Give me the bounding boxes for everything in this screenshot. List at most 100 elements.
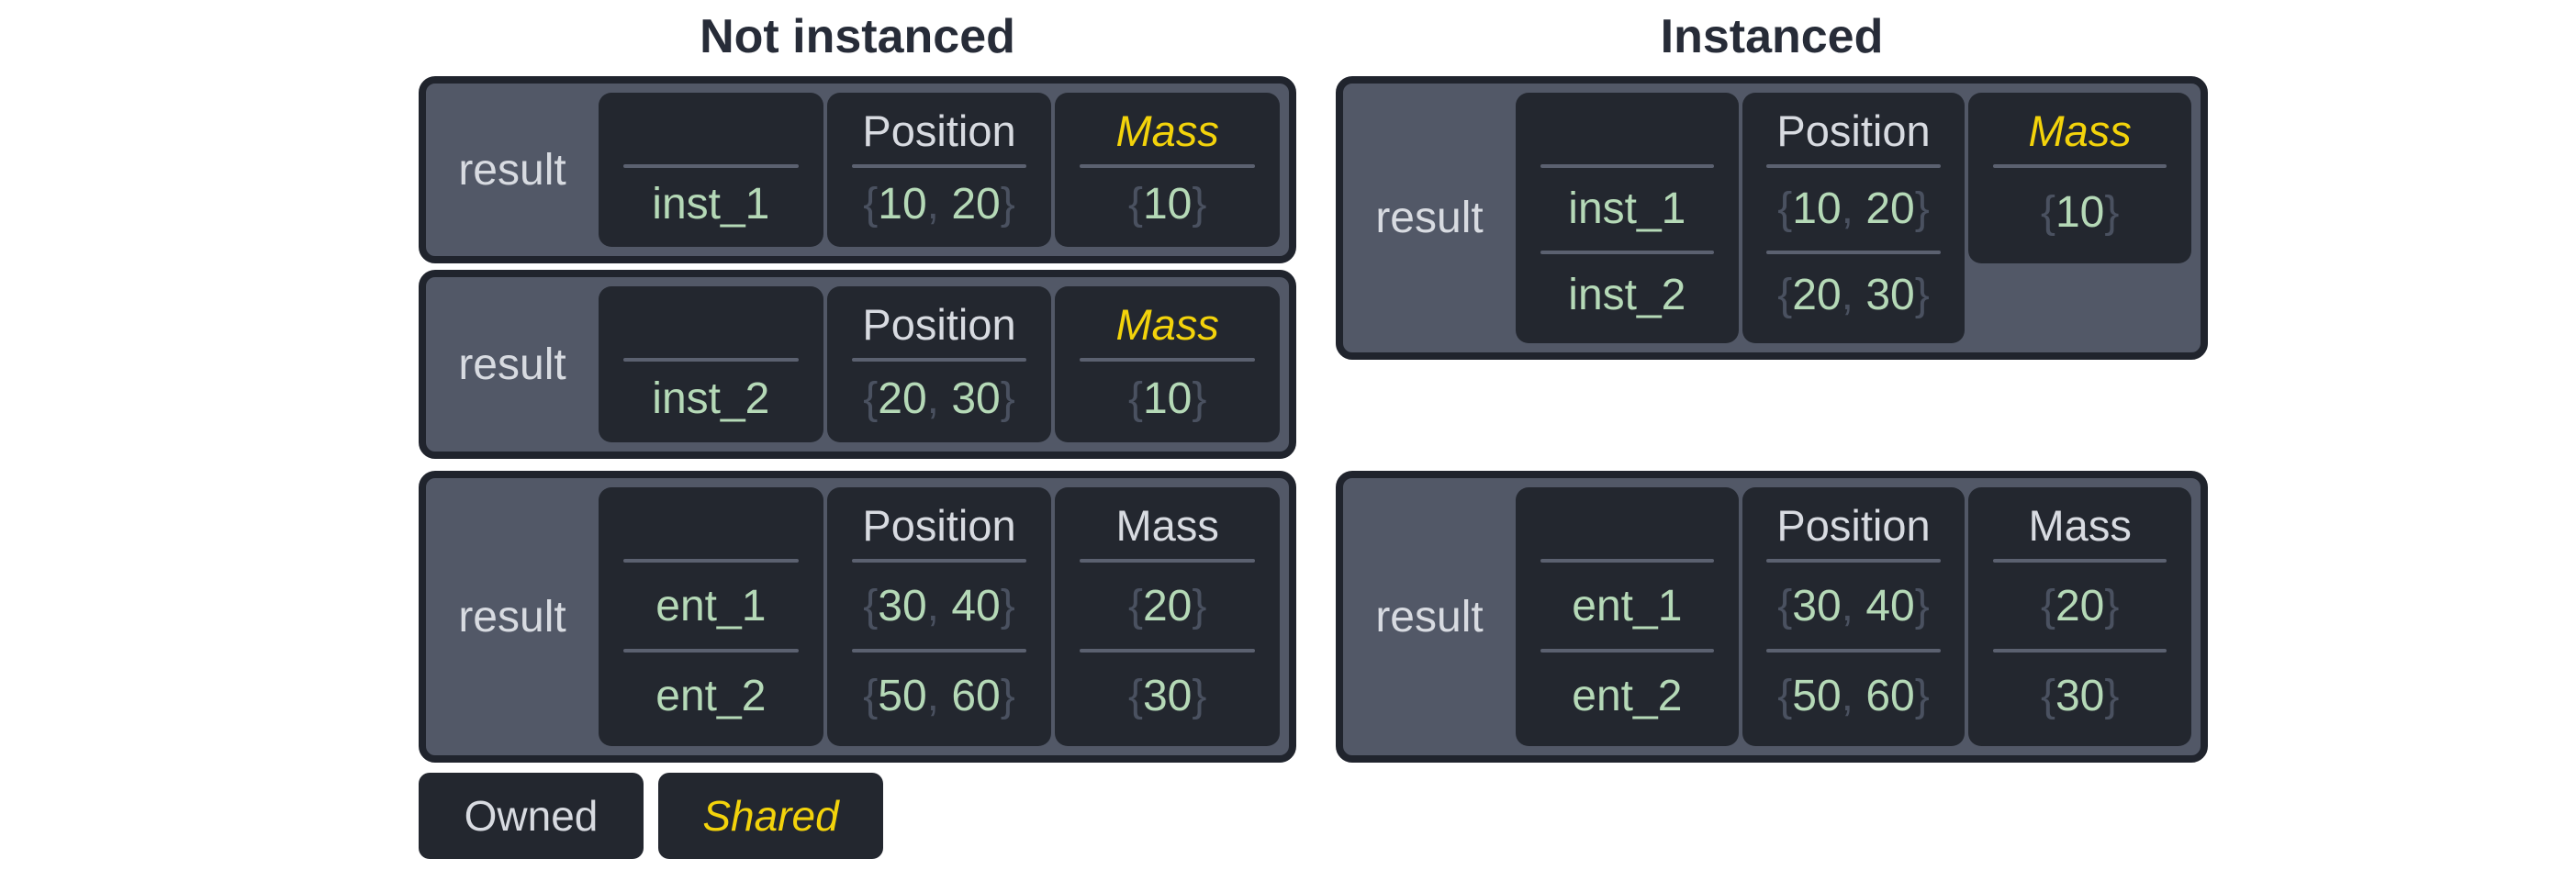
component-header: Position	[1776, 500, 1931, 550]
close-brace: }	[1914, 270, 1930, 319]
result-label: result	[1375, 194, 1484, 242]
row-divider	[1993, 164, 2167, 168]
cell-value: {30}	[1055, 652, 1280, 739]
row-divider	[1540, 250, 1714, 254]
component-cell-position: Position {30, 40}{50, 60}	[1742, 487, 1966, 746]
component-value: 60	[1865, 671, 1915, 720]
separator: ,	[1841, 581, 1866, 630]
component-value: 40	[951, 581, 1001, 630]
cell-value: ent_1	[599, 563, 823, 649]
component-value: 40	[1865, 581, 1915, 630]
component-value: 60	[951, 671, 1001, 720]
component-value: 30	[951, 374, 1001, 423]
cell-value: {50, 60}	[1742, 652, 1966, 739]
close-brace: }	[1192, 179, 1207, 229]
component-cell-mass: Mass{20}{30}	[1055, 487, 1281, 746]
open-brace: {	[863, 581, 879, 630]
component-value: 20	[1792, 270, 1842, 319]
open-brace: {	[863, 671, 879, 720]
row-divider	[851, 164, 1027, 168]
legend-shared-chip: Shared	[658, 773, 883, 859]
close-brace: }	[1000, 581, 1015, 630]
row-divider	[851, 649, 1027, 652]
component-cell-position: Position{10, 20}	[826, 93, 1052, 247]
row-divider	[1766, 559, 1941, 563]
component-value: 30	[2055, 671, 2105, 720]
shared-component-header: Mass	[1115, 299, 1219, 349]
component-value: 30	[1792, 581, 1842, 630]
close-brace: }	[1192, 581, 1207, 630]
entity-name: inst_1	[1568, 184, 1686, 234]
cell-value: {10}	[1968, 168, 2191, 256]
result-label: result	[458, 145, 566, 195]
row-divider	[622, 358, 799, 362]
component-value: 20	[1865, 184, 1915, 234]
row-divider	[1540, 649, 1714, 652]
row-divider	[1766, 250, 1941, 254]
component-cell-position: Position{20, 30}	[826, 286, 1052, 442]
row-divider	[1080, 649, 1256, 652]
row-divider	[1993, 559, 2167, 563]
open-brace: {	[1127, 671, 1143, 720]
cell-value: {10, 20}	[1742, 168, 1966, 251]
close-brace: }	[1192, 671, 1207, 720]
row-divider	[1766, 164, 1941, 168]
component-cell-entity: inst_1	[599, 93, 823, 247]
separator: ,	[926, 374, 952, 423]
open-brace: {	[1127, 374, 1143, 423]
component-cell-position: Position{30, 40}{50, 60}	[826, 487, 1052, 746]
cell-value: inst_2	[599, 362, 823, 435]
entity-name: inst_2	[1568, 270, 1686, 319]
result-label: result	[458, 592, 566, 641]
row-divider	[1080, 559, 1256, 563]
close-brace: }	[1000, 671, 1015, 720]
component-value: 30	[1142, 671, 1193, 720]
cell-value: {30}	[1968, 652, 2191, 739]
open-brace: {	[2040, 187, 2055, 237]
cell-value: {20}	[1968, 563, 2191, 649]
component-value: 30	[878, 581, 927, 630]
row-divider	[1080, 358, 1256, 362]
cell-value: ent_1	[1516, 563, 1739, 649]
separator: ,	[1841, 184, 1866, 234]
open-brace: {	[863, 179, 879, 229]
cell-value: {30, 40}	[1742, 563, 1966, 649]
row-divider	[1766, 649, 1941, 652]
row-divider	[1080, 164, 1256, 168]
cell-value: {10}	[1055, 168, 1280, 240]
open-brace: {	[1777, 184, 1793, 234]
separator: ,	[926, 671, 952, 720]
shared-component-header: Mass	[2028, 106, 2132, 155]
separator: ,	[926, 179, 952, 229]
entity-name: inst_2	[652, 374, 770, 423]
cell-value: {20}	[1055, 563, 1280, 649]
open-brace: {	[2040, 671, 2055, 720]
component-value: 50	[1792, 671, 1842, 720]
cell-value: {30, 40}	[827, 563, 1052, 649]
open-brace: {	[2040, 581, 2055, 630]
cell-value: inst_2	[1516, 254, 1739, 337]
title-instanced: Instanced	[1660, 10, 1884, 63]
component-value: 20	[878, 374, 927, 423]
entity-name: ent_2	[655, 671, 767, 720]
component-cell-entity: inst_2	[599, 286, 823, 442]
legend-owned-chip: Owned	[419, 773, 644, 859]
row-divider	[1993, 649, 2167, 652]
component-cell-mass: Mass{10}	[1055, 286, 1281, 442]
component-header: Mass	[2028, 500, 2132, 550]
close-brace: }	[1914, 671, 1930, 720]
cell-value: inst_1	[1516, 168, 1739, 251]
cell-value: ent_2	[599, 652, 823, 739]
component-value: 20	[951, 179, 1001, 229]
cell-value: {20, 30}	[1742, 254, 1966, 337]
component-header	[599, 491, 823, 559]
